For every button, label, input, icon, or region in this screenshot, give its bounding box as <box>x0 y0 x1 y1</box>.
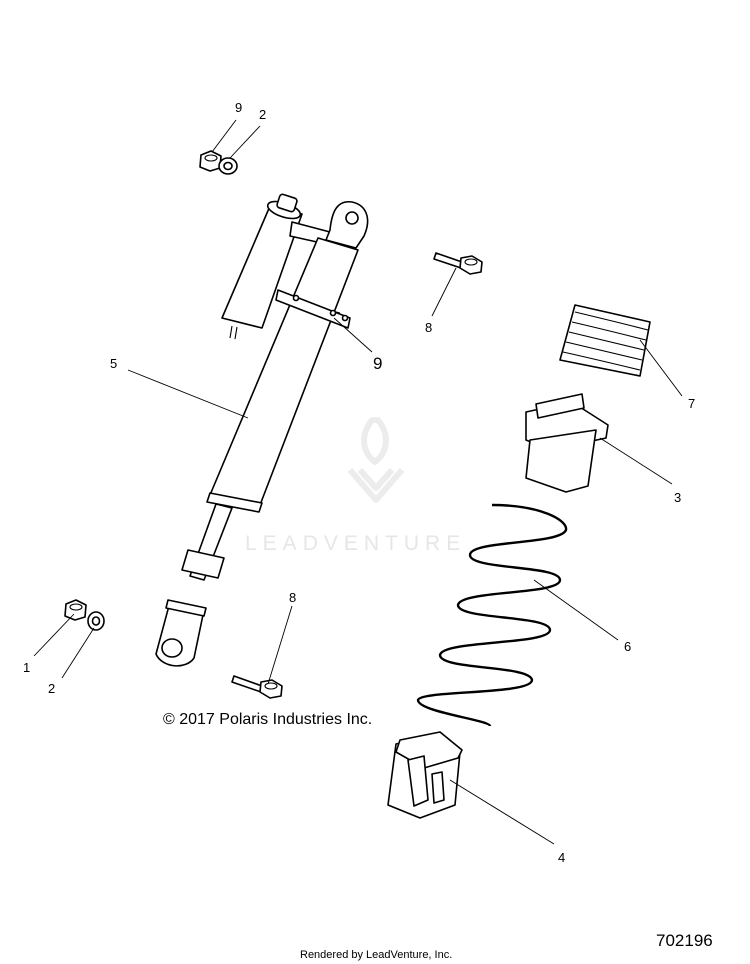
bellows-boot <box>559 304 651 377</box>
nut-top <box>199 150 222 172</box>
callout-1-nut-bottom: 1 <box>23 660 30 675</box>
shock-absorber <box>155 193 369 667</box>
callout-4-seat: 4 <box>558 850 565 865</box>
callout-8-bolt-top: 8 <box>425 320 432 335</box>
bolt-bottom <box>231 675 283 699</box>
callout-6-spring: 6 <box>624 639 631 654</box>
callout-9-clamp: 9 <box>373 354 382 373</box>
callout-9-nut-top: 9 <box>235 100 242 115</box>
watermark-text: LEADVENTURE <box>245 532 466 555</box>
leader-lines <box>33 119 683 845</box>
callout-8-bolt-bottom: 8 <box>289 590 296 605</box>
washer-bottom <box>87 611 105 631</box>
spring-retainer <box>525 393 609 493</box>
footer-text: Rendered by LeadVenture, Inc. <box>300 949 452 961</box>
callout-2-washer-top: 2 <box>259 107 266 122</box>
coil-spring <box>416 503 568 728</box>
lower-spring-seat <box>387 731 463 819</box>
callout-5-shock: 5 <box>110 356 117 371</box>
callout-7-boot: 7 <box>688 396 695 411</box>
leadventure-watermark-logo <box>347 417 405 503</box>
nut-bottom <box>64 599 87 621</box>
bolt-top <box>433 252 483 275</box>
copyright-text: © 2017 Polaris Industries Inc. <box>163 711 372 728</box>
callout-3-retainer: 3 <box>674 490 681 505</box>
callout-2-washer-bottom: 2 <box>48 681 55 696</box>
reference-number: 702196 <box>656 931 713 950</box>
washer-top <box>218 157 238 175</box>
